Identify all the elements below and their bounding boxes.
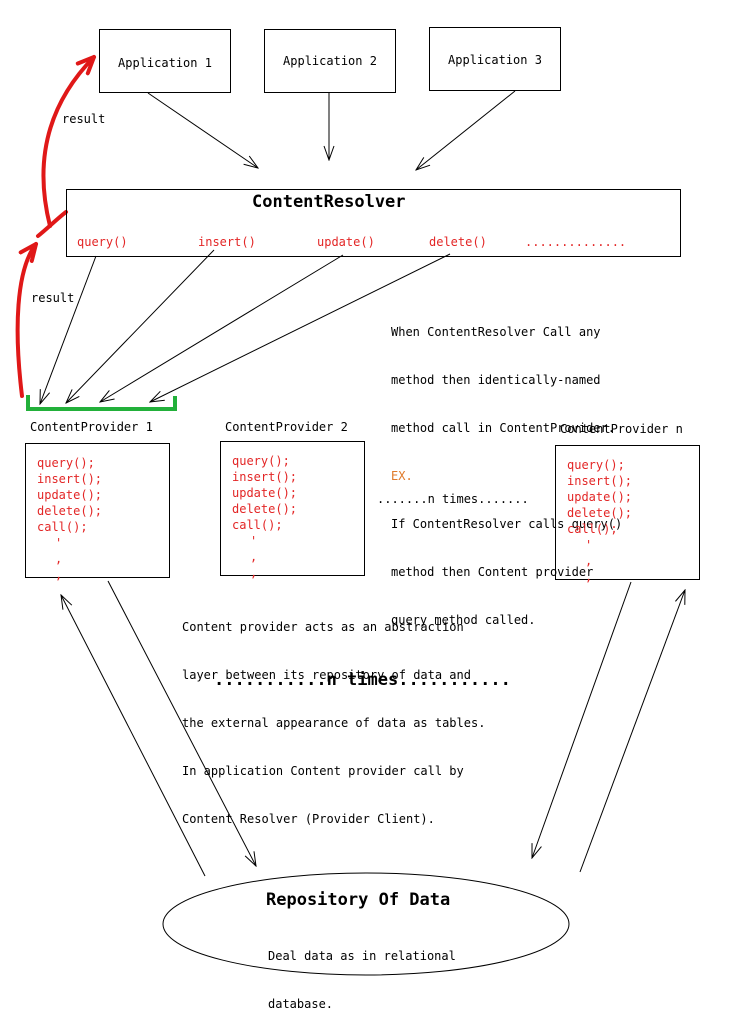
- provider-note-line: the external appearance of data as table…: [182, 716, 486, 730]
- resolver-method-insert: insert(): [198, 235, 256, 249]
- resolver-note-line: When ContentResolver Call any: [391, 325, 601, 339]
- provider-1-box: query(); insert(); update(); delete(); c…: [25, 443, 170, 582]
- provider-2-box: query(); insert(); update(); delete(); c…: [220, 441, 365, 580]
- resolver-note-ex: EX.: [391, 469, 413, 483]
- arrow-providern-to-repo: [532, 581, 632, 858]
- arrow-repo-to-providern: [579, 590, 685, 873]
- result-arrow-to-application: [41, 55, 96, 228]
- provider-n-box: query(); insert(); update(); delete(); c…: [555, 445, 700, 584]
- provider-note: Content provider acts as an abstraction …: [182, 587, 485, 843]
- provider-method: insert();: [232, 470, 298, 484]
- provider-method: query();: [567, 458, 625, 472]
- application-3-label: Application 3: [448, 53, 542, 67]
- provider-method-ellipsis: ': [250, 534, 258, 548]
- resolver-method-more: ..............: [525, 235, 627, 249]
- provider-method: query();: [232, 454, 290, 468]
- result-arrow-to-resolver: [15, 242, 38, 398]
- repository-description-line: database.: [268, 997, 334, 1011]
- provider-method: delete();: [232, 502, 298, 516]
- provider-method: call();: [37, 520, 88, 534]
- arrow-query-to-provider: [40, 255, 97, 404]
- resolver-note: When ContentResolver Call any method the…: [391, 292, 622, 644]
- result-label-bottom: result: [31, 291, 75, 305]
- provider-method-ellipsis: ,: [55, 552, 63, 566]
- provider-method: insert();: [567, 474, 633, 488]
- provider-note-line: layer between its repository of data and: [182, 668, 471, 682]
- provider-2-title: ContentProvider 2: [225, 420, 348, 434]
- content-resolver-box: ContentResolver query() insert() update(…: [66, 189, 681, 257]
- provider-method-ellipsis: ,: [585, 554, 593, 568]
- content-resolver-title: ContentResolver: [252, 192, 406, 212]
- application-1-box: Application 1: [99, 29, 231, 93]
- result-label-top: result: [62, 112, 106, 126]
- repository-description-line: Deal data as in relational: [268, 949, 456, 963]
- provider-method: update();: [37, 488, 103, 502]
- provider-method: delete();: [567, 506, 633, 520]
- arrow-update-to-provider: [100, 254, 344, 402]
- repository-description: Deal data as in relational database.: [268, 916, 456, 1028]
- provider-method-ellipsis: ,: [250, 566, 258, 580]
- arrow-app3-to-resolver: [416, 90, 516, 170]
- provider-n-title: ContentProvider n: [560, 422, 683, 436]
- resolver-note-line: query method called.: [391, 613, 536, 627]
- resolver-method-update: update(): [317, 235, 375, 249]
- arrow-app1-to-resolver: [147, 92, 258, 168]
- application-1-label: Application 1: [118, 56, 212, 70]
- resolver-note-line: method call in ContentProvider.: [391, 421, 615, 435]
- resolver-note-line: method then identically-named: [391, 373, 601, 387]
- repository-title: Repository Of Data: [266, 890, 451, 910]
- provider-method: update();: [567, 490, 633, 504]
- arrow-repo-to-provider1: [61, 595, 206, 877]
- provider-note-line: Content provider acts as an abstraction: [182, 620, 464, 634]
- provider-method: update();: [232, 486, 298, 500]
- provider-1-methods: query(); insert(); update(); delete(); c…: [37, 455, 102, 583]
- provider-1-title: ContentProvider 1: [30, 420, 153, 434]
- n-times-large: ...........n times...........: [214, 670, 511, 690]
- repository-ellipse: [162, 872, 570, 976]
- provider-method: insert();: [37, 472, 103, 486]
- diagram-connectors: [15, 55, 735, 976]
- arrow-provider1-to-repo: [107, 580, 256, 866]
- provider-method: query();: [37, 456, 95, 470]
- resolver-method-delete: delete(): [429, 235, 487, 249]
- application-2-label: Application 2: [283, 54, 377, 68]
- application-2-box: Application 2: [264, 29, 396, 93]
- arrow-delete-to-provider: [150, 253, 451, 402]
- provider-method: call();: [232, 518, 283, 532]
- provider-method-ellipsis: ,: [250, 550, 258, 564]
- provider-method: delete();: [37, 504, 103, 518]
- provider-method-ellipsis: ': [585, 538, 593, 552]
- provider-method-ellipsis: ,: [55, 568, 63, 582]
- provider-method: call();: [567, 522, 618, 536]
- provider-n-methods: query(); insert(); update(); delete(); c…: [567, 457, 632, 585]
- provider-note-line: Content Resolver (Provider Client).: [182, 812, 435, 826]
- arrow-insert-to-provider: [66, 249, 215, 403]
- application-3-box: Application 3: [429, 27, 561, 91]
- provider-2-methods: query(); insert(); update(); delete(); c…: [232, 453, 297, 581]
- n-times-small: .......n times.......: [377, 492, 529, 506]
- provider-note-line: In application Content provider call by: [182, 764, 464, 778]
- provider-method-ellipsis: ': [55, 536, 63, 550]
- resolver-method-query: query(): [77, 235, 128, 249]
- resolver-note-line: method then Content provider: [391, 565, 594, 579]
- provider-method-ellipsis: ,: [585, 570, 593, 584]
- provider-bracket: [26, 395, 177, 411]
